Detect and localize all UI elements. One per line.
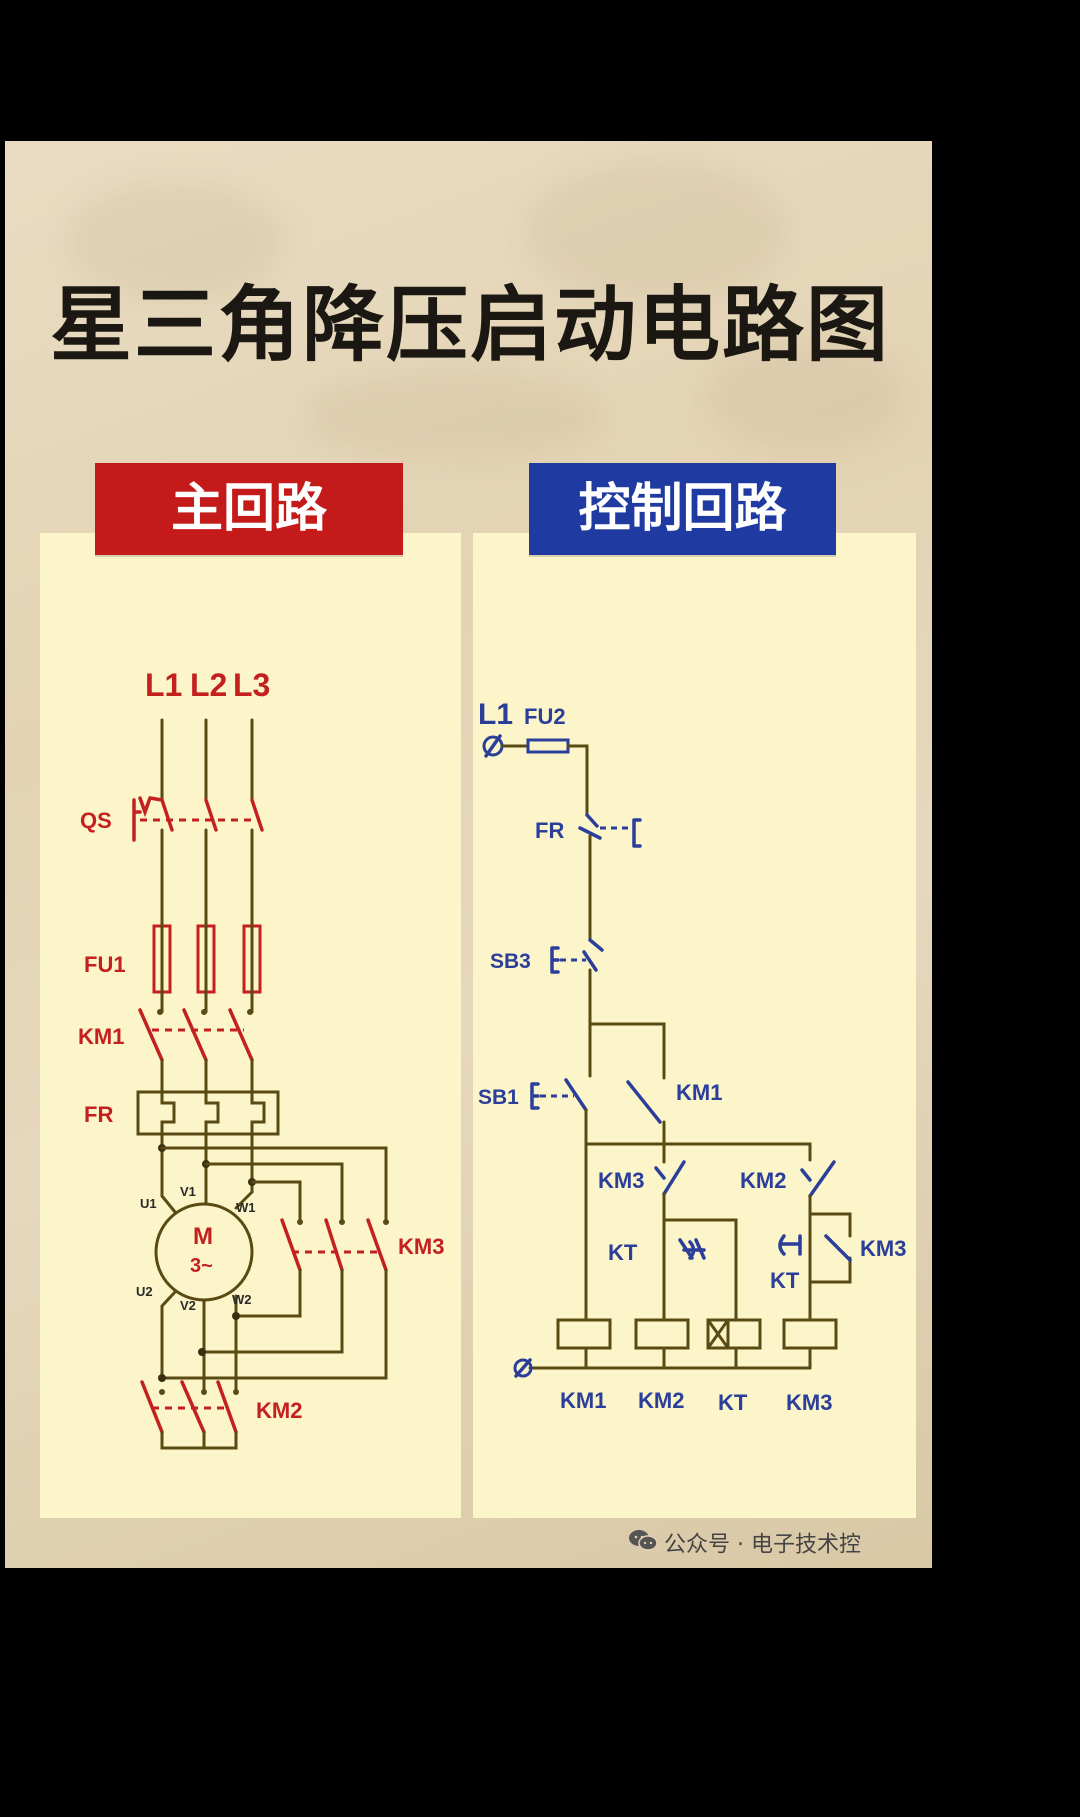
control-circuit-tab: 控制回路	[529, 463, 836, 555]
kt-contact2-label: KT	[770, 1268, 800, 1293]
km2-contact-label: KM2	[740, 1168, 786, 1193]
control-circuit: L1 FU2 FR SB3	[478, 698, 906, 1415]
coil-km3	[782, 1318, 838, 1350]
coil-km2-label: KM2	[638, 1388, 684, 1413]
coil-kt-label: KT	[718, 1390, 748, 1415]
sb3-stop-button: SB3	[490, 938, 604, 974]
main-circuit: L1 L2 L3 QS FU1	[78, 667, 444, 1450]
supply-label-l1: L1	[478, 698, 513, 731]
coil-km3-label: KM3	[786, 1390, 832, 1415]
fr-contact-label: FR	[535, 818, 564, 843]
km1-label: KM1	[78, 1024, 124, 1049]
km3-label: KM3	[398, 1234, 444, 1259]
motor-phase: 3~	[190, 1255, 213, 1277]
coil-km1-label: KM1	[560, 1388, 606, 1413]
km2-nc-contact: KM2	[740, 1160, 836, 1198]
kt-nc-timed-contact: KT	[608, 1238, 706, 1265]
km3-contact2-label: KM3	[860, 1236, 906, 1261]
terminal-v2: V2	[180, 1298, 196, 1313]
qs-switch: QS	[80, 796, 264, 842]
kt-no-timed-contact: KT	[770, 1234, 802, 1293]
circuit-diagram: .w { stroke: #5a4a14; stroke-width: 3; f…	[78, 667, 906, 1450]
phase-label-l2: L2	[190, 667, 227, 703]
terminal-v1: V1	[180, 1184, 196, 1199]
coil-km1	[556, 1318, 612, 1350]
terminal-u1: U1	[140, 1196, 157, 1211]
phase-label-l3: L3	[233, 667, 270, 703]
km3-self-hold-contact: KM3	[824, 1234, 906, 1262]
km2-label: KM2	[256, 1398, 302, 1423]
page: 星三角降压启动电路图 主回路 控制回路 .w { stroke: #5a4a14…	[5, 141, 932, 1568]
coil-kt	[706, 1318, 762, 1350]
terminal-w2: W2	[232, 1292, 252, 1307]
fu2-fuse	[526, 738, 570, 754]
wechat-icon	[628, 1528, 658, 1563]
sb1-start-button: SB1	[478, 1078, 588, 1112]
fr-label: FR	[84, 1102, 113, 1127]
watermark-text: 公众号 · 电子技术控	[664, 1532, 861, 1558]
terminal-u2: U2	[136, 1284, 153, 1299]
km3-nc-contact: KM3	[598, 1142, 686, 1196]
km3-contact-label: KM3	[598, 1168, 644, 1193]
terminal-w1: W1	[236, 1200, 256, 1215]
watermark: 公众号 · 电子技术控	[628, 1528, 861, 1562]
km1-aux-contact: KM1	[626, 1080, 722, 1124]
qs-label: QS	[80, 808, 112, 833]
km1-contact-label: KM1	[676, 1080, 722, 1105]
motor-letter: M	[193, 1223, 213, 1250]
sb1-label: SB1	[478, 1086, 519, 1109]
fu2-label: FU2	[524, 704, 566, 729]
fu1-fuses: FU1	[84, 924, 262, 994]
fr-thermal-relay: FR	[84, 1090, 280, 1136]
coil-km2	[634, 1318, 690, 1350]
main-circuit-panel	[40, 533, 461, 1518]
fu1-label: FU1	[84, 952, 126, 977]
phase-label-l1: L1	[145, 667, 182, 703]
fr-nc-contact: FR	[535, 813, 642, 848]
sb3-label: SB3	[490, 950, 531, 973]
km1-main-contacts: KM1	[78, 1008, 254, 1062]
kt-contact-label: KT	[608, 1240, 638, 1265]
control-circuit-panel	[473, 533, 916, 1518]
page-title: 星三角降压启动电路图	[49, 278, 890, 373]
motor: M 3~ U1 V1 W1 U2 V2 W2	[136, 1184, 256, 1392]
km2-main-contacts: KM2	[140, 1380, 302, 1434]
coil-row: KM1 KM2 KT KM3	[513, 1318, 838, 1415]
km3-main-contacts: KM3	[280, 1218, 444, 1272]
incoming-lines	[160, 718, 254, 802]
return-terminal	[513, 1358, 533, 1378]
main-circuit-tab: 主回路	[95, 463, 403, 555]
